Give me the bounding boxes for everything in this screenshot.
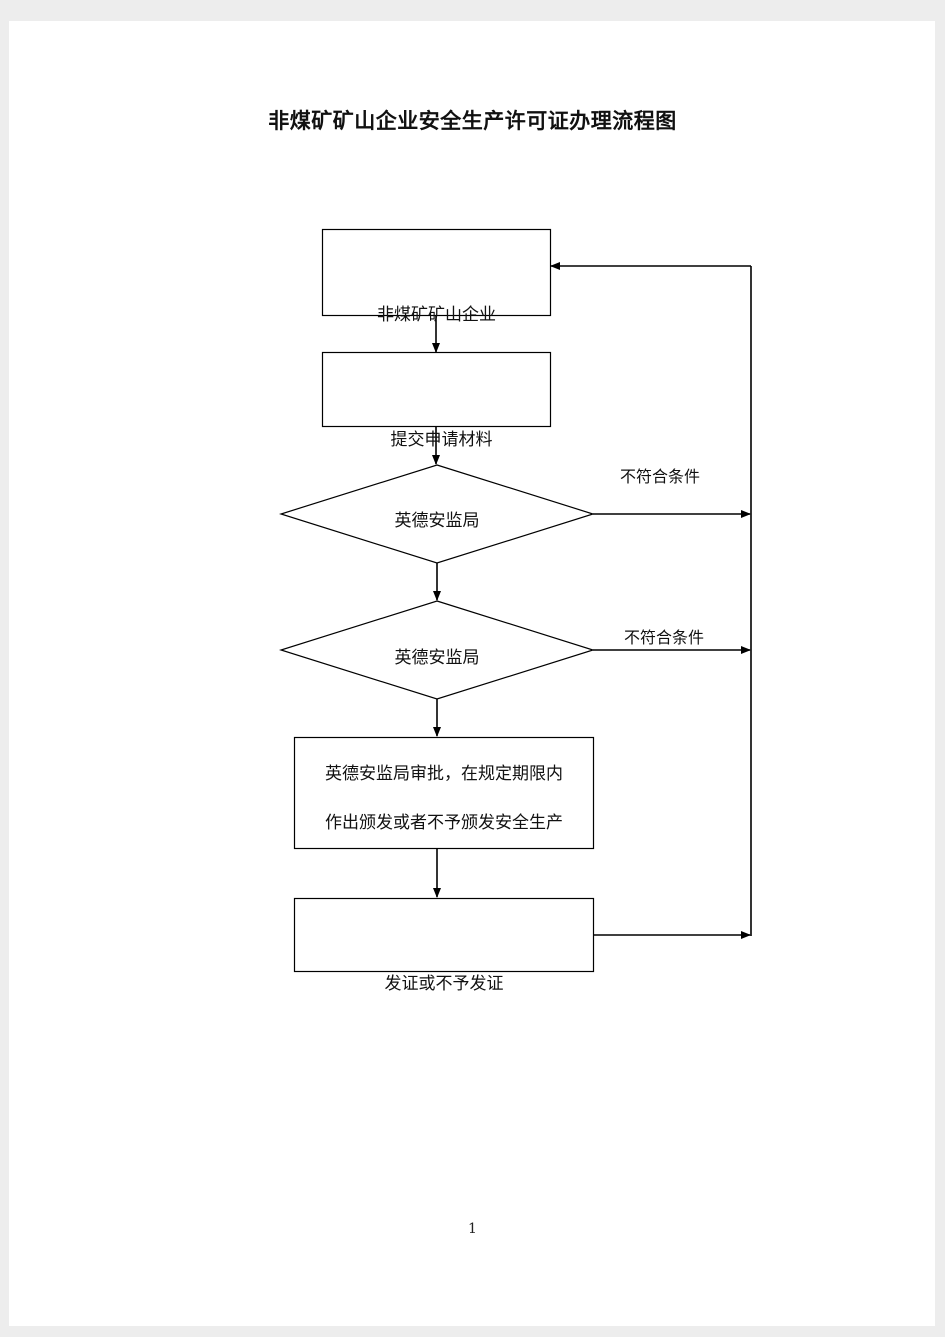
node-approval-label-line2: 作出颁发或者不予颁发安全生产	[325, 813, 563, 833]
node-review1-label: 英德安监局	[394, 511, 480, 531]
edge-reject2-label: 不符合条件	[624, 628, 705, 647]
page-number: 1	[468, 1221, 477, 1237]
node-approval-box	[293, 736, 595, 850]
node-result-box	[293, 897, 595, 973]
edge-reject1-label: 不符合条件	[620, 467, 701, 486]
node-approval-label-line1: 英德安监局审批，在规定期限内	[325, 764, 563, 784]
node-review2-label: 英德安监局	[394, 648, 480, 668]
node-enterprise-label: 非煤矿矿山企业	[377, 305, 496, 325]
page-title: 非煤矿矿山企业安全生产许可证办理流程图	[268, 108, 677, 133]
node-submit-label: 提交申请材料	[390, 430, 493, 450]
node-submit-box	[321, 351, 552, 428]
node-result-label: 发证或不予发证	[384, 974, 504, 994]
node-enterprise-box	[321, 228, 552, 317]
